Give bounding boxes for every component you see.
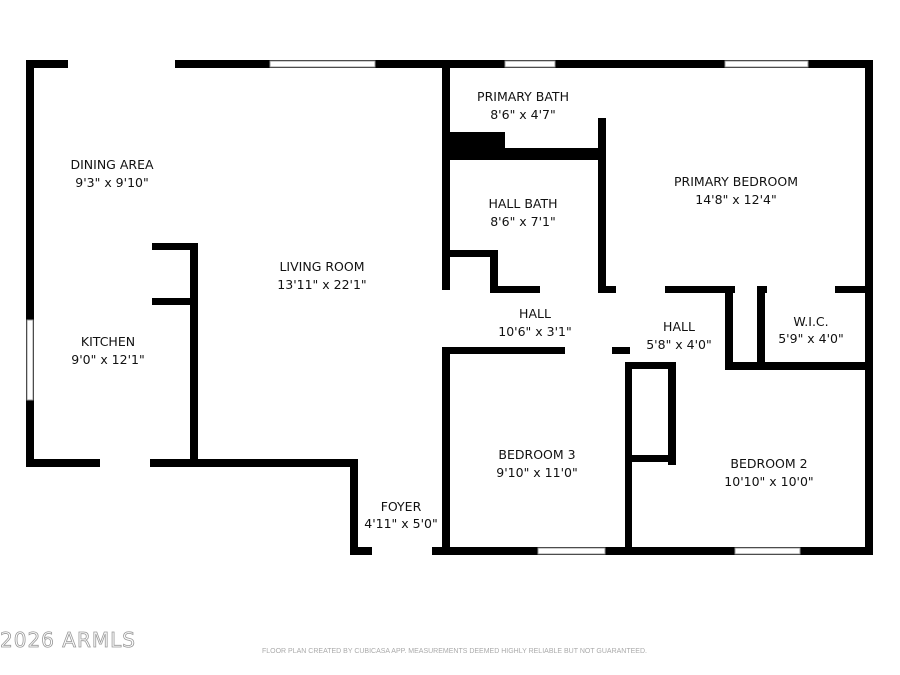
watermark: 2026 ARMLS <box>0 628 136 653</box>
room-size: 13'11" x 22'1" <box>277 277 366 292</box>
room-name: HALL BATH <box>488 196 557 211</box>
room-labels: DINING AREA 9'3" x 9'10" LIVING ROOM 13'… <box>70 89 843 531</box>
room-name: KITCHEN <box>81 334 135 349</box>
room-name: PRIMARY BATH <box>477 89 569 104</box>
room-size: 10'6" x 3'1" <box>498 324 571 339</box>
room-name: BEDROOM 2 <box>730 456 807 471</box>
room-size: 5'9" x 4'0" <box>778 331 844 346</box>
room-size: 8'6" x 7'1" <box>490 214 556 229</box>
windows <box>26 60 809 555</box>
room-name: PRIMARY BEDROOM <box>674 174 798 189</box>
room-size: 4'11" x 5'0" <box>364 516 437 531</box>
room-name: W.I.C. <box>793 314 828 329</box>
room-name: BEDROOM 3 <box>498 447 575 462</box>
room-size: 9'10" x 11'0" <box>496 465 577 480</box>
room-size: 9'0" x 12'1" <box>71 352 144 367</box>
room-name: LIVING ROOM <box>279 259 364 274</box>
room-name: HALL <box>519 306 551 321</box>
room-name: FOYER <box>381 499 422 514</box>
room-size: 9'3" x 9'10" <box>75 175 148 190</box>
room-size: 8'6" x 4'7" <box>490 107 556 122</box>
room-size: 5'8" x 4'0" <box>646 337 712 352</box>
room-size: 14'8" x 12'4" <box>695 192 776 207</box>
credit-text: FLOOR PLAN CREATED BY CUBICASA APP. MEAS… <box>262 648 647 655</box>
room-name: HALL <box>663 319 695 334</box>
room-name: DINING AREA <box>70 157 153 172</box>
room-size: 10'10" x 10'0" <box>724 474 813 489</box>
